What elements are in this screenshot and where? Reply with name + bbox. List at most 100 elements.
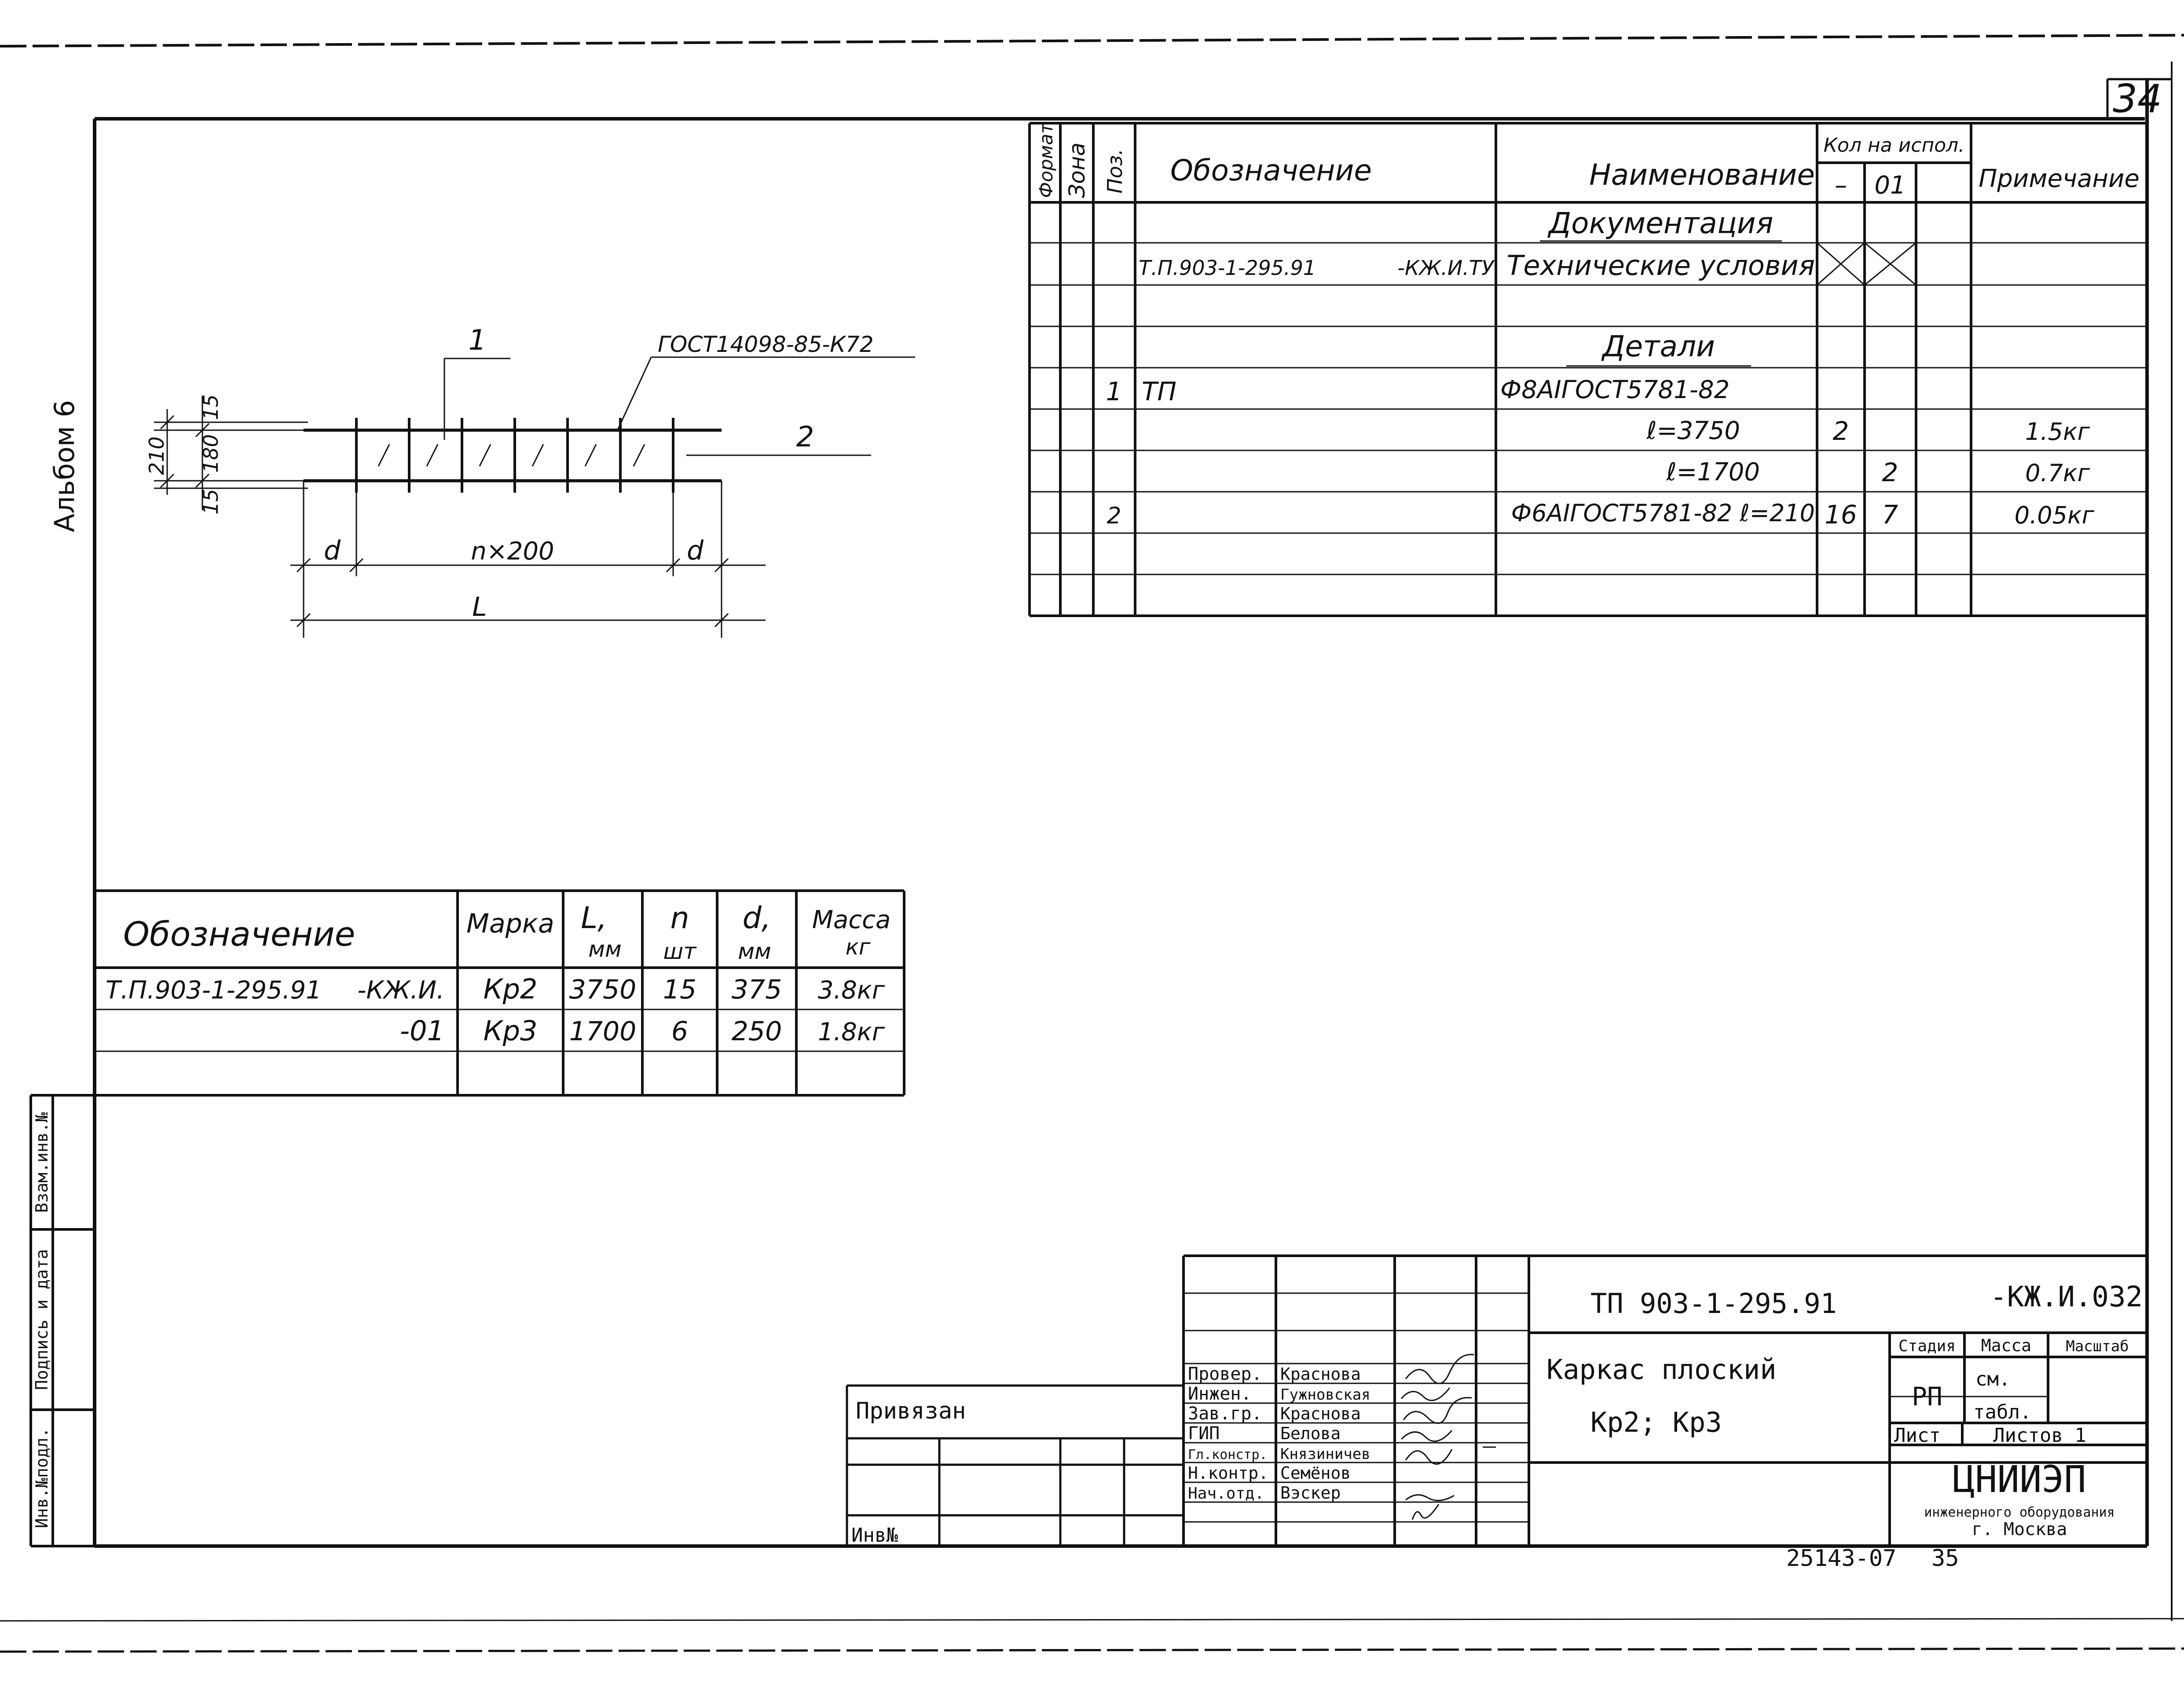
sign-name-2: Гужновская bbox=[1280, 1386, 1370, 1404]
header-qty-group: Кол на испол. bbox=[1824, 134, 1965, 157]
org-name: ЦНИИЭП bbox=[1953, 1458, 2086, 1501]
header-qty-01: 01 bbox=[1874, 171, 1906, 200]
mark-header-n-unit: шт bbox=[663, 939, 697, 964]
spec-row-4-pos: 2 bbox=[1107, 503, 1121, 529]
mass-label: Масса bbox=[1981, 1336, 2031, 1355]
mark-row-2-n: 6 bbox=[671, 1016, 688, 1047]
side-vzam-inv: Взам.инв.№ bbox=[32, 1112, 51, 1213]
sign-name-1: Краснова bbox=[1280, 1364, 1361, 1384]
doc-code-suffix: -КЖ.И.032 bbox=[1990, 1281, 2143, 1313]
dim-15-top: 15 bbox=[199, 394, 223, 420]
doc-code: ТП 903-1-295.91 bbox=[1590, 1287, 1837, 1320]
sign-role-7: Нач.отд. bbox=[1188, 1485, 1264, 1503]
sign-role-2: Инжен. bbox=[1188, 1384, 1252, 1404]
sign-role-5: Гл.констр. bbox=[1188, 1447, 1268, 1463]
sign-name-7: Вэскер bbox=[1280, 1483, 1341, 1503]
leader-1-label: 1 bbox=[469, 324, 487, 357]
section-documentation: Документация bbox=[1547, 206, 1774, 240]
cage-drawing: 1 ГОСТ14098-85-К72 2 210 15 180 15 d n×2… bbox=[145, 324, 915, 638]
archive-number: 25143-07 bbox=[1786, 1545, 1896, 1572]
header-pos: Поз. bbox=[1103, 149, 1127, 194]
spec-row-4-name: Ф6АIГОСТ5781-82 ℓ=210 bbox=[1511, 499, 1815, 527]
title-block: Провер. Краснова Инжен. Гужновская Зав.г… bbox=[1182, 1254, 2147, 1546]
privyazan-block: Привязан Инв№ bbox=[846, 1384, 1184, 1547]
doc-designation-code: Т.П.903-1-295.91 bbox=[1139, 256, 1316, 280]
product-line-1: Каркас плоский bbox=[1546, 1353, 1777, 1386]
sign-name-4: Белова bbox=[1280, 1424, 1341, 1443]
header-name: Наименование bbox=[1589, 158, 1815, 192]
sheets-label: Листов 1 bbox=[1993, 1424, 2086, 1447]
scan-edges bbox=[0, 34, 2184, 1653]
privyazan-inv-no: Инв№ bbox=[851, 1524, 898, 1547]
spec-row-3-name: ℓ=1700 bbox=[1666, 458, 1760, 486]
spec-row-4-qty-01: 7 bbox=[1882, 500, 1898, 530]
page-reference: 35 bbox=[1931, 1545, 1959, 1572]
dim-d-left: d bbox=[324, 535, 341, 566]
header-qty-dash: – bbox=[1835, 171, 1847, 200]
side-stamp: Взам.инв.№ Подпись и дата Инв.№подл. bbox=[29, 1094, 95, 1547]
sign-role-4: ГИП bbox=[1188, 1423, 1220, 1444]
mass-value-line-2: табл. bbox=[1973, 1401, 2031, 1423]
spec-row-4-note: 0.05кг bbox=[2015, 501, 2095, 529]
header-zone: Зона bbox=[1064, 143, 1090, 198]
mark-header-designation: Обозначение bbox=[123, 914, 355, 954]
mark-row-1-d: 375 bbox=[732, 974, 782, 1005]
sign-name-3: Краснова bbox=[1280, 1404, 1361, 1423]
org-city: г. Москва bbox=[1972, 1519, 2067, 1539]
header-designation: Обозначение bbox=[1170, 154, 1372, 187]
mark-header-d: d, bbox=[743, 901, 771, 936]
mark-header-n: n bbox=[670, 901, 689, 936]
spec-row-1-designation: ТП bbox=[1142, 377, 1176, 406]
spec-row-1-name: Ф8АIГОСТ5781-82 bbox=[1500, 376, 1730, 404]
sign-name-6: Семёнов bbox=[1280, 1463, 1351, 1483]
header-note: Примечание bbox=[1979, 165, 2140, 193]
doc-designation-suffix: -КЖ.И.ТУ bbox=[1397, 256, 1495, 280]
dim-180: 180 bbox=[199, 434, 223, 473]
sign-role-6: Н.контр. bbox=[1188, 1463, 1268, 1483]
spec-row-3-note: 0.7кг bbox=[2025, 459, 2090, 487]
mark-row-1-suffix: -КЖ.И. bbox=[357, 976, 444, 1005]
leader-gost-label: ГОСТ14098-85-К72 bbox=[658, 332, 874, 357]
org-line-2: инженерного оборудования bbox=[1924, 1505, 2114, 1520]
specification-table: Формат Зона Поз. Обозначение Наименовани… bbox=[1028, 122, 2147, 617]
mark-header-L: L, bbox=[581, 901, 607, 936]
mark-header-mass-unit: кг bbox=[846, 934, 871, 960]
mark-row-2-suffix: -01 bbox=[400, 1015, 444, 1047]
album-label: Альбом 6 bbox=[48, 400, 81, 532]
sheet-label: Лист bbox=[1894, 1424, 1941, 1447]
spec-row-4-qty-dash: 16 bbox=[1825, 500, 1857, 530]
label-2: 2 bbox=[796, 421, 814, 453]
mass-value-line-1: см. bbox=[1975, 1368, 2010, 1390]
spec-row-2-qty-dash: 2 bbox=[1833, 416, 1849, 446]
footer: 25143-07 35 bbox=[1786, 1545, 1959, 1572]
stage-value: РП bbox=[1912, 1382, 1942, 1411]
sign-name-5: Князиничев bbox=[1280, 1445, 1370, 1463]
product-line-2: Кр2; Кр3 bbox=[1590, 1406, 1722, 1438]
mark-row-1-code: Т.П.903-1-295.91 bbox=[106, 976, 322, 1005]
sign-role-3: Зав.гр. bbox=[1188, 1404, 1262, 1424]
mark-row-1-mark: Кр2 bbox=[484, 973, 538, 1005]
signatures bbox=[1400, 1354, 1496, 1520]
spec-row-3-qty-01: 2 bbox=[1882, 457, 1898, 487]
mark-header-d-unit: мм bbox=[738, 939, 771, 964]
privyazan-title: Привязан bbox=[856, 1398, 966, 1424]
mark-row-2-L: 1700 bbox=[569, 1016, 637, 1047]
mark-header-mark: Марка bbox=[466, 908, 554, 939]
scale-label: Масштаб bbox=[2066, 1338, 2129, 1355]
mark-row-2-d: 250 bbox=[732, 1016, 782, 1047]
spec-row-1-pos: 1 bbox=[1106, 377, 1122, 406]
dim-210: 210 bbox=[145, 436, 169, 475]
section-details: Детали bbox=[1601, 329, 1715, 363]
mark-row-2-mass: 1.8кг bbox=[818, 1018, 885, 1046]
page-number: 34 bbox=[2113, 76, 2162, 121]
drawing-frame bbox=[93, 78, 2172, 1548]
mark-row-1-n: 15 bbox=[663, 974, 696, 1005]
doc-name: Технические условия bbox=[1507, 249, 1815, 282]
spec-row-2-name: ℓ=3750 bbox=[1646, 417, 1740, 445]
mark-row-1-mass: 3.8кг bbox=[818, 976, 885, 1005]
mark-header-L-unit: мм bbox=[588, 936, 621, 962]
dim-15-bottom: 15 bbox=[199, 489, 223, 515]
mark-table: Обозначение Марка L, мм n шт d, мм Масса… bbox=[95, 889, 905, 1097]
dim-L: L bbox=[472, 592, 487, 622]
